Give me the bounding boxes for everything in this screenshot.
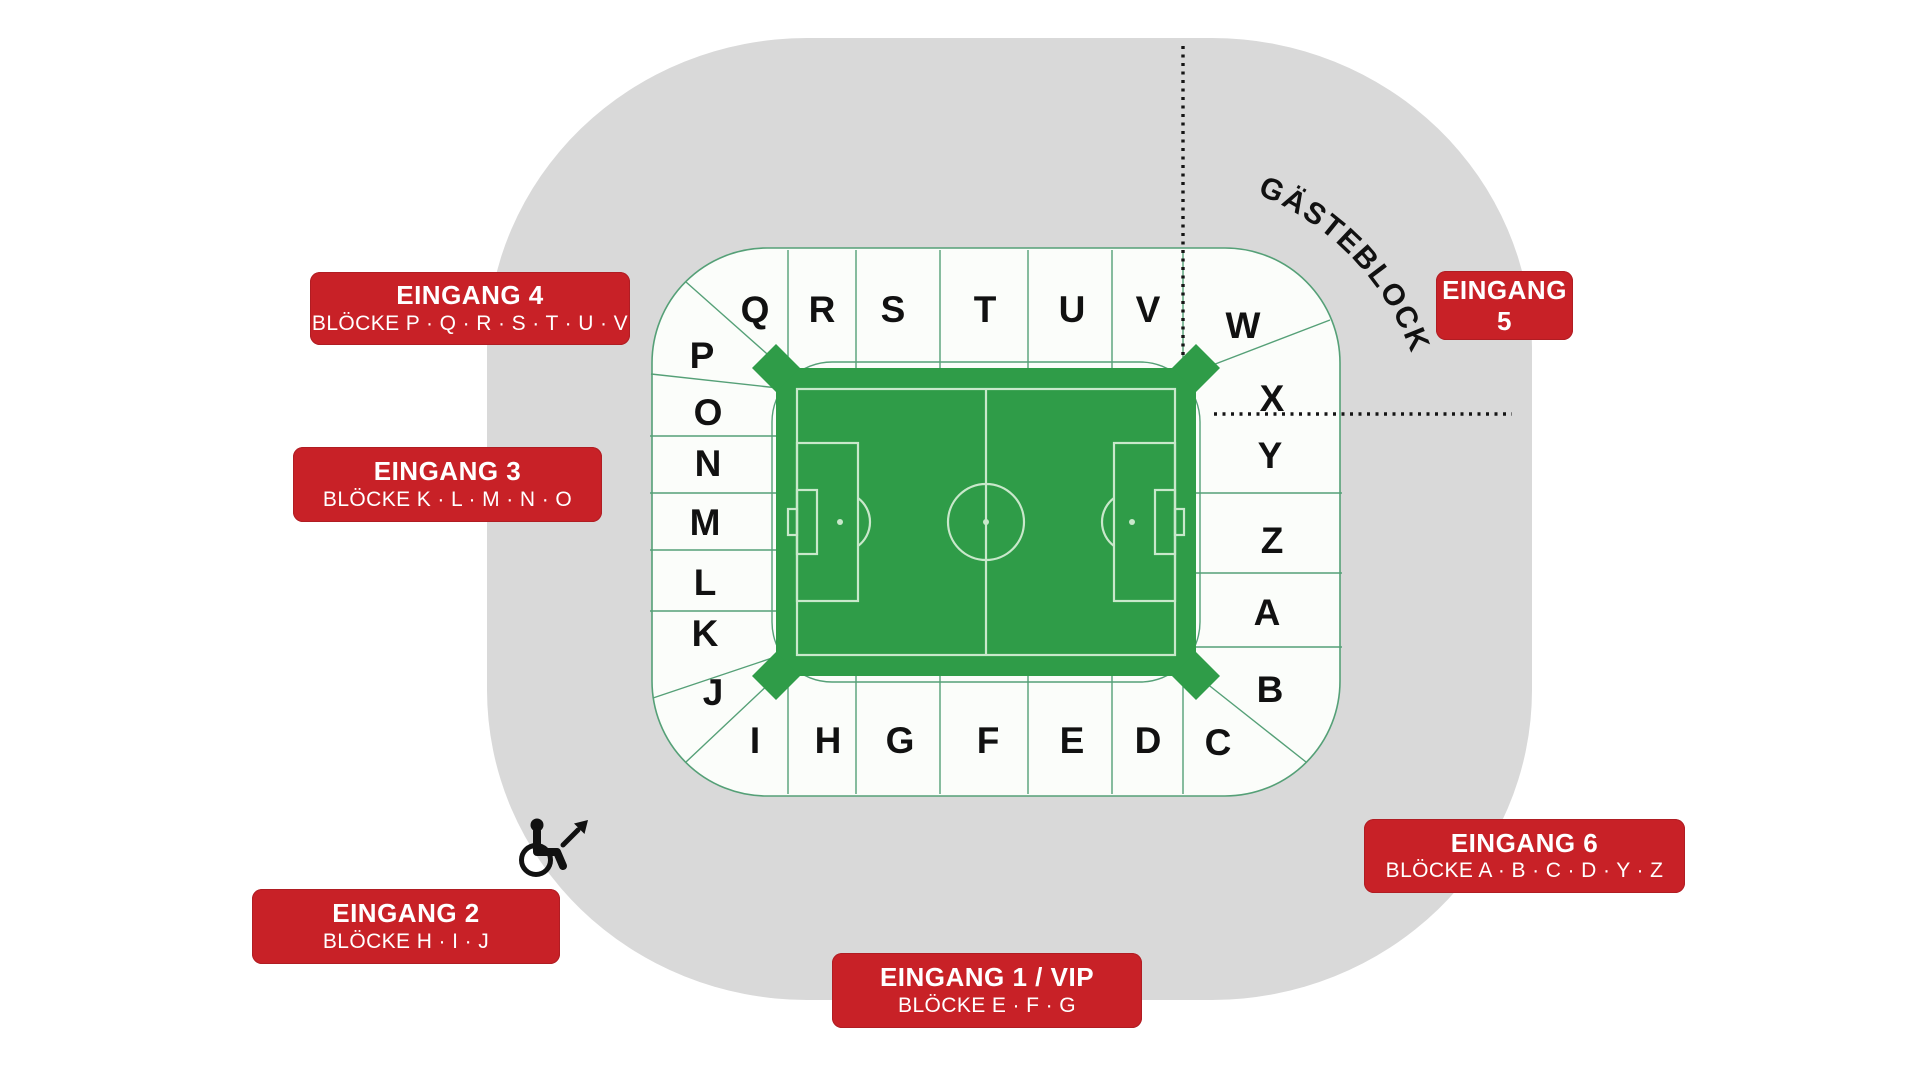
corner-flag-bottom-left	[752, 652, 800, 700]
football-pitch	[752, 344, 1220, 700]
block-labels: Q R S T U V W X Y Z A B C D E F G H I J …	[690, 289, 1285, 763]
entrance-blocks: BLÖCKE K · L · M · N · O	[322, 487, 573, 511]
block-label-a: A	[1254, 592, 1281, 633]
goal-right	[1173, 507, 1186, 537]
corner-flag-top-right	[1172, 344, 1220, 392]
penalty-arc-right	[1100, 497, 1115, 547]
penalty-spot-left	[837, 519, 843, 525]
block-label-u: U	[1059, 289, 1086, 330]
entrance-blocks: BLÖCKE P · Q · R · S · T · U · V	[311, 311, 629, 335]
block-label-b: B	[1257, 669, 1284, 710]
block-label-h: H	[815, 720, 842, 761]
divider	[650, 373, 779, 389]
penalty-spot-right	[1129, 519, 1135, 525]
entrance-blocks: BLÖCKE A · B · C · D · Y · Z	[1385, 859, 1664, 883]
block-label-e: E	[1060, 720, 1085, 761]
divider	[652, 653, 785, 699]
entrance-6-badge: EINGANG 6 BLÖCKE A · B · C · D · Y · Z	[1364, 819, 1685, 893]
entrance-5-badge: EINGANG 5	[1436, 271, 1573, 340]
block-label-q: Q	[741, 289, 770, 330]
block-label-z: Z	[1261, 520, 1284, 561]
block-label-s: S	[881, 289, 906, 330]
block-label-y: Y	[1258, 435, 1283, 476]
entrance-title: EINGANG 2	[332, 898, 480, 929]
entrance-blocks: BLÖCKE E · F · G	[898, 993, 1076, 1017]
entrance-1-vip-badge: EINGANG 1 / VIP BLÖCKE E · F · G	[832, 953, 1142, 1028]
arrow-head	[574, 820, 588, 834]
block-label-f: F	[977, 720, 1000, 761]
arrow-up-right-icon	[560, 820, 588, 848]
block-label-g: G	[886, 720, 915, 761]
block-label-t: T	[974, 289, 997, 330]
seating-ring-inner-edge	[771, 361, 1201, 683]
entrance-title: EINGANG 4	[396, 280, 544, 311]
entrance-2-badge: EINGANG 2 BLÖCKE H · I · J	[252, 889, 560, 964]
block-label-c: C	[1205, 722, 1232, 763]
block-label-v: V	[1136, 289, 1161, 330]
block-label-o: O	[694, 392, 723, 433]
corner-flag-bottom-right	[1172, 652, 1220, 700]
entrance-title: EINGANG 3	[373, 456, 522, 487]
entrance-title: EINGANG 6	[1450, 827, 1599, 858]
wheelchair-access-icon	[519, 818, 567, 877]
block-label-l: L	[694, 562, 717, 603]
goal-left	[786, 507, 799, 537]
center-circle	[946, 482, 1026, 562]
entrance-title: EINGANG 1 / VIP	[879, 962, 1095, 993]
block-label-k: K	[692, 613, 719, 654]
block-label-r: R	[809, 289, 836, 330]
block-label-x: X	[1260, 378, 1285, 419]
wheelchair-wheel	[519, 843, 553, 877]
block-label-m: M	[690, 502, 721, 543]
entrance-3-badge: EINGANG 3 BLÖCKE K · L · M · N · O	[293, 447, 602, 522]
center-spot	[983, 519, 989, 525]
arrow-shaft	[560, 827, 581, 848]
wheelchair-head	[530, 818, 544, 832]
penalty-arc-left	[857, 497, 872, 547]
entrance-blocks: BLÖCKE H · I · J	[322, 929, 490, 953]
entrance-title: EINGANG 5	[1442, 274, 1567, 336]
block-label-i: I	[750, 720, 760, 761]
block-label-n: N	[695, 443, 722, 484]
block-label-j: J	[703, 672, 724, 713]
block-label-d: D	[1135, 720, 1162, 761]
block-label-p: P	[690, 335, 715, 376]
corner-flag-top-left	[752, 344, 800, 392]
block-label-w: W	[1226, 305, 1261, 346]
entrance-4-badge: EINGANG 4 BLÖCKE P · Q · R · S · T · U ·…	[310, 272, 630, 345]
